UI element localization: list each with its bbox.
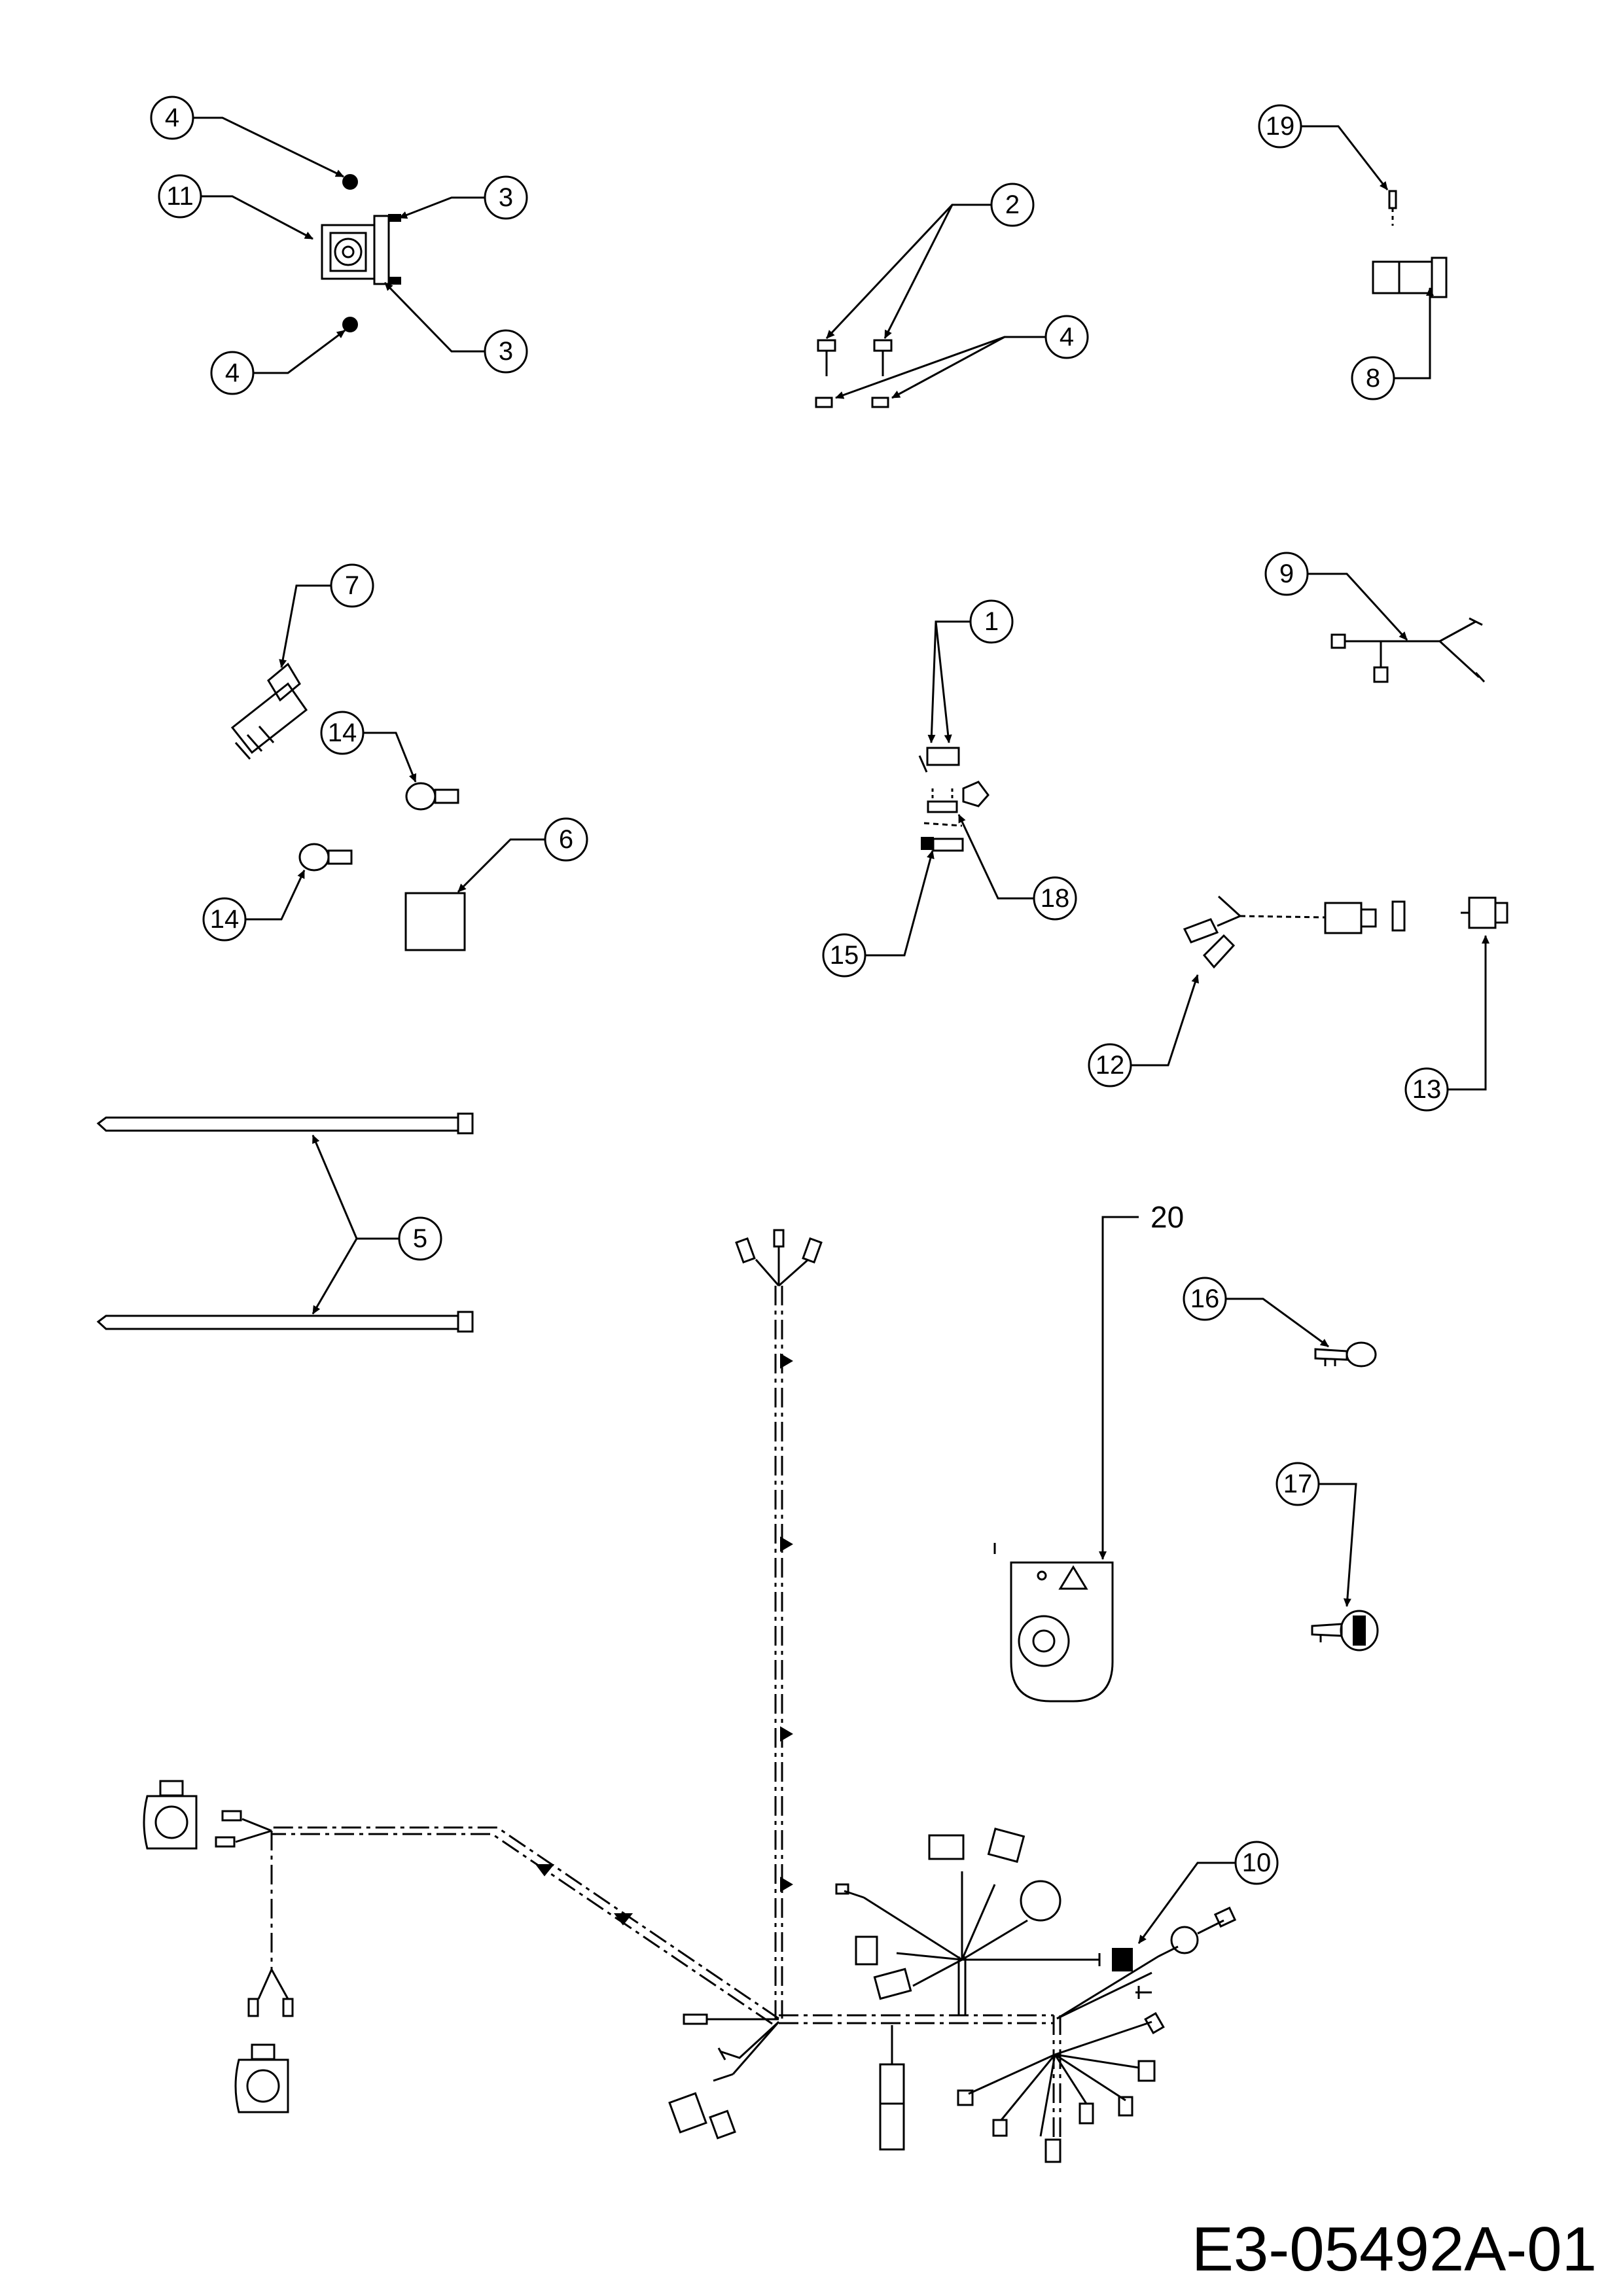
leader-5	[312, 1135, 399, 1315]
svg-text:18: 18	[1041, 884, 1070, 913]
svg-text:17: 17	[1283, 1470, 1313, 1498]
callout-13: 13	[1404, 1067, 1449, 1112]
svg-text:8: 8	[1366, 364, 1380, 393]
decal-6	[404, 892, 466, 951]
callout-19: 19	[1258, 104, 1302, 149]
connector-13	[1461, 896, 1508, 929]
svg-text:7: 7	[345, 571, 359, 600]
diagram-code: E3-05492A-01	[1192, 2214, 1597, 2284]
nuts-4	[815, 397, 889, 408]
callout-4-top: 4	[150, 96, 194, 140]
callout-17: 17	[1275, 1462, 1320, 1506]
leader-lines-12-13	[1131, 935, 1489, 1091]
bulb-14-right	[405, 782, 459, 811]
leader-lines-relay	[1301, 125, 1434, 380]
relay-8	[1372, 190, 1448, 298]
leader-10	[1137, 1862, 1236, 1944]
svg-text:3: 3	[499, 337, 513, 366]
callout-16: 16	[1183, 1277, 1227, 1321]
svg-text:4: 4	[1060, 323, 1074, 351]
svg-text:12: 12	[1096, 1051, 1125, 1080]
callout-12: 12	[1088, 1043, 1132, 1087]
callout-3-top: 3	[484, 175, 528, 220]
connector-12	[1183, 895, 1406, 969]
svg-text:4: 4	[165, 103, 179, 132]
svg-text:2: 2	[1005, 190, 1020, 219]
warning-plate-20	[993, 1543, 1114, 1703]
callout-14-upper: 14	[320, 711, 365, 755]
leader-lines-keys	[1226, 1298, 1357, 1607]
bulb-14-left	[298, 843, 353, 872]
callout-9: 9	[1264, 552, 1309, 596]
svg-text:10: 10	[1242, 1848, 1272, 1877]
leader-20	[1099, 1216, 1139, 1560]
svg-text:6: 6	[559, 825, 573, 854]
leader-lines-fuse	[865, 620, 1034, 957]
screws-2	[817, 339, 893, 376]
callout-11: 11	[158, 174, 202, 219]
svg-text:1: 1	[984, 607, 999, 636]
main-wiring-harness-10	[143, 1229, 1237, 2163]
callout-2: 2	[990, 183, 1035, 227]
callout-4-right: 4	[1044, 315, 1089, 359]
svg-text:4: 4	[225, 359, 240, 387]
rocker-switch-7	[230, 662, 308, 760]
leader-9	[1308, 573, 1408, 641]
svg-text:19: 19	[1266, 112, 1295, 141]
callout-18: 18	[1033, 876, 1077, 921]
svg-text:15: 15	[830, 941, 859, 970]
key-17	[1311, 1610, 1379, 1651]
callout-10: 10	[1234, 1841, 1279, 1885]
svg-text:14: 14	[210, 905, 240, 934]
wire-harness-9	[1330, 617, 1486, 683]
callout-4-bottom: 4	[210, 351, 255, 395]
callout-7: 7	[330, 563, 374, 608]
key-16	[1314, 1341, 1377, 1368]
cable-ties-5	[96, 1112, 474, 1333]
leader-lines-switch	[190, 116, 486, 374]
label-20: 20	[1150, 1200, 1184, 1234]
svg-text:3: 3	[499, 183, 513, 212]
switch-assembly-11	[321, 174, 401, 332]
leader-lines-screws	[825, 203, 1046, 399]
svg-text:13: 13	[1412, 1075, 1442, 1104]
svg-text:16: 16	[1190, 1284, 1220, 1313]
callout-6: 6	[544, 817, 588, 862]
svg-text:11: 11	[166, 182, 194, 211]
callout-3-bottom: 3	[484, 329, 528, 374]
leader-lines-middle-left	[245, 584, 545, 921]
callout-8: 8	[1351, 356, 1395, 400]
fuse-holder-assembly	[918, 747, 990, 852]
callout-15: 15	[822, 933, 866, 978]
svg-text:9: 9	[1279, 559, 1294, 588]
svg-text:14: 14	[328, 718, 357, 747]
callout-5: 5	[398, 1216, 442, 1261]
callout-1: 1	[969, 599, 1014, 644]
callout-14-lower: 14	[202, 897, 247, 942]
svg-text:5: 5	[413, 1224, 427, 1253]
